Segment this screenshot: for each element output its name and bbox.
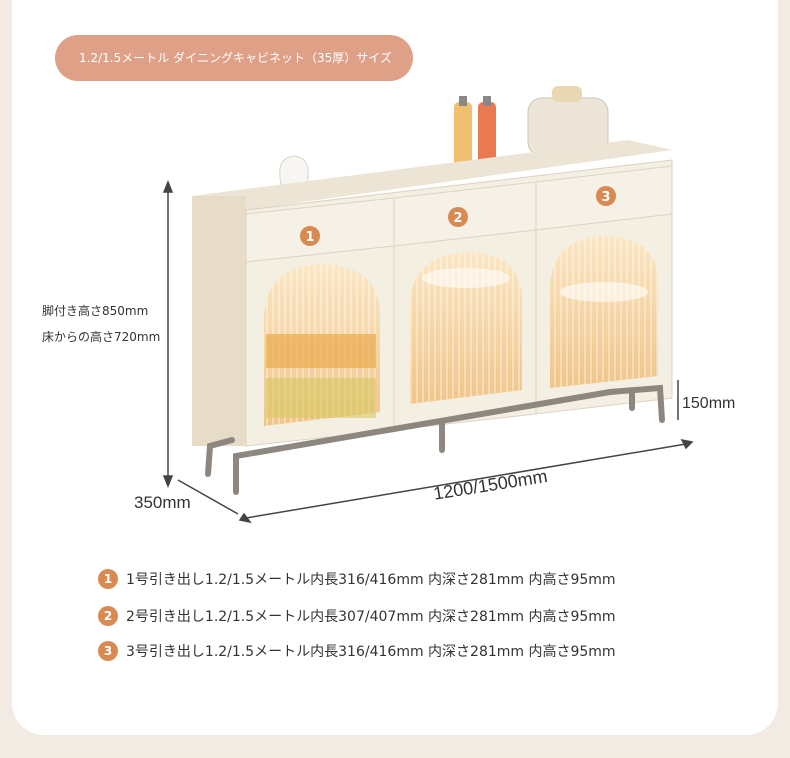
height-floor-label: 床からの高さ720mm [42, 330, 161, 344]
spec-row-2: 2 2号引き出し1.2/1.5メートル内長307/407mm 内深さ281mm … [98, 604, 616, 628]
spec-text-3: 3号引き出し1.2/1.5メートル内長316/416mm 内深さ281mm 内高… [126, 644, 616, 660]
badge-3: 3 [98, 641, 118, 661]
spec-text-2: 2号引き出し1.2/1.5メートル内長307/407mm 内深さ281mm 内高… [126, 609, 616, 625]
dimension-lines [162, 179, 694, 524]
page-title: 1.2/1.5メートル ダイニングキャビネット（35厚）サイズ [55, 35, 413, 81]
glass-doors [264, 236, 658, 426]
metal-legs [205, 384, 665, 495]
height-total-label: 脚付き高さ850mm [42, 304, 149, 318]
cabinet-illustration: 1 2 3 [162, 86, 694, 524]
badge-2: 2 [98, 606, 118, 626]
drawer-marker-1-label: 1 [305, 230, 314, 245]
spec-row-1: 1 1号引き出し1.2/1.5メートル内長316/416mm 内深さ281mm … [98, 567, 616, 591]
depth-label: 350mm [134, 493, 191, 512]
drawer-marker-3 [596, 186, 616, 206]
leg-height-label: 150mm [682, 395, 736, 412]
spec-text-1: 1号引き出し1.2/1.5メートル内長316/416mm 内深さ281mm 内高… [126, 572, 616, 588]
drawer-marker-2 [448, 207, 468, 227]
badge-1: 1 [98, 569, 118, 589]
spec-row-3: 3 3号引き出し1.2/1.5メートル内長316/416mm 内深さ281mm … [98, 639, 616, 663]
drawer-marker-3-label: 3 [601, 190, 610, 205]
drawer-markers: 1 2 3 [300, 186, 616, 246]
top-decor [279, 86, 609, 189]
drawer-marker-1 [300, 226, 320, 246]
drawer-marker-2-label: 2 [453, 211, 462, 226]
